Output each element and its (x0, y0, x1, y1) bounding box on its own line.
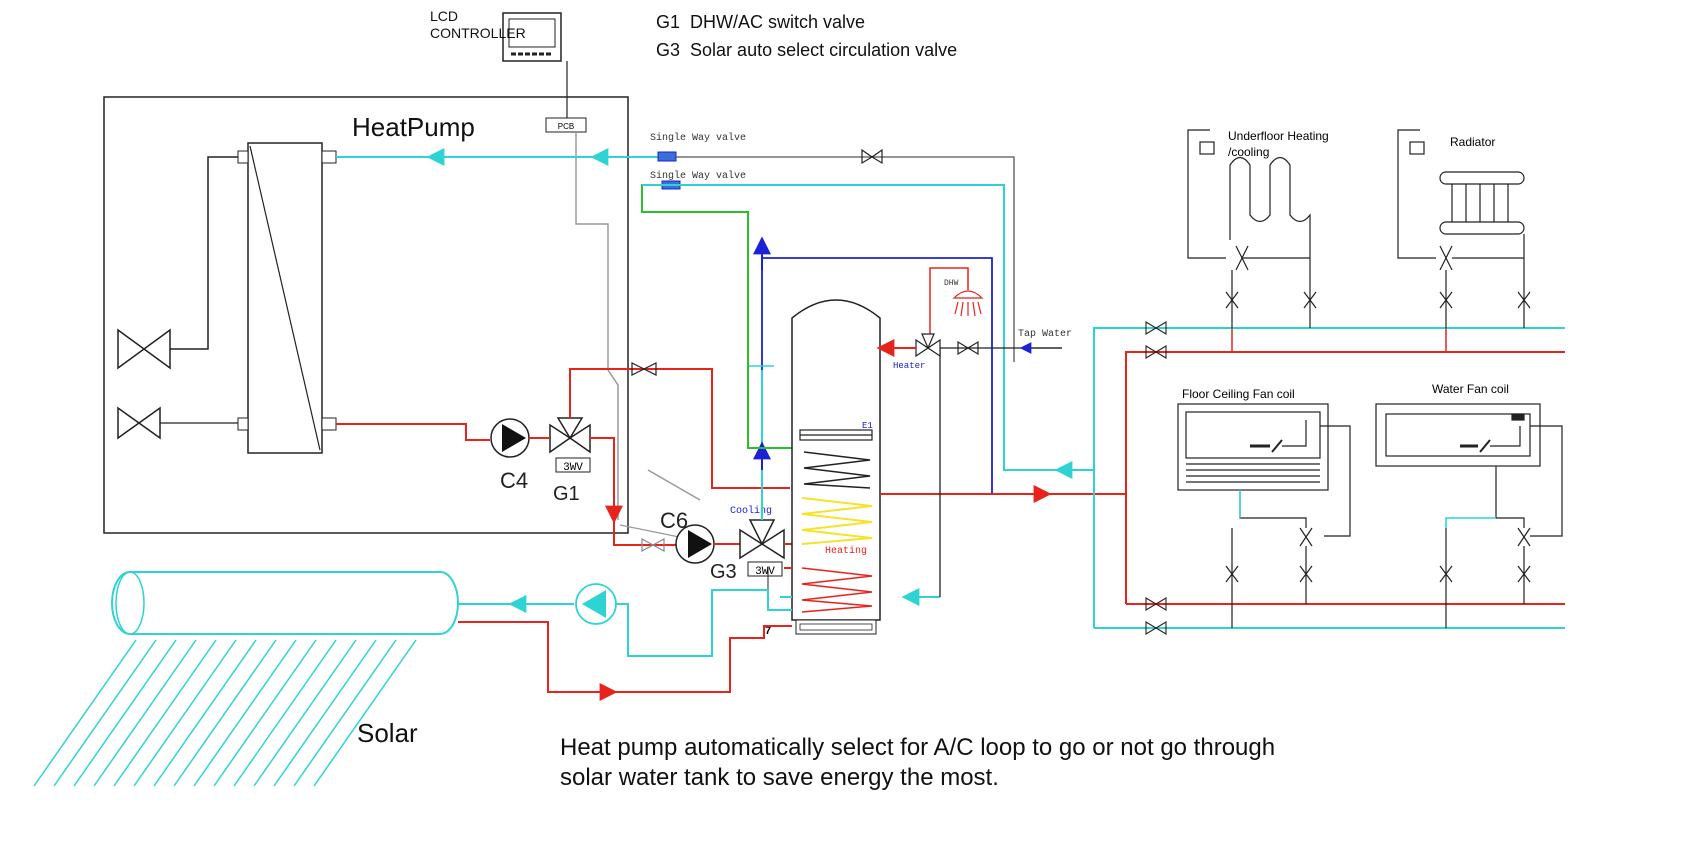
valve-g3 (739, 519, 785, 560)
check-valve-g3-inlet (641, 537, 665, 553)
solar-pump (575, 583, 617, 625)
caption-line2: solar water tank to save energy the most… (560, 764, 999, 791)
legend-text-g3: Solar auto select circulation valve (690, 40, 958, 60)
dhw-shower-icon (952, 290, 984, 317)
solar-title: Solar (357, 718, 418, 748)
single-way-valve-1-icon (657, 151, 677, 162)
lcd-controller-label-line1: LCD (430, 8, 459, 24)
heat-exchanger (237, 142, 337, 454)
drain-label: 7 (765, 625, 771, 637)
lcd-controller-label-line2: CONTROLLER (430, 25, 526, 41)
dhw-three-way-valve (915, 333, 941, 358)
lcd-controller-icon (502, 12, 562, 62)
cooling-label: Cooling (730, 505, 772, 517)
manifold-valves (1145, 321, 1167, 635)
legend-code-g3: G3 (656, 40, 681, 60)
pump-c4-label: C4 (500, 468, 528, 493)
tap-water-check-valve (957, 340, 979, 356)
legend-item-g3: G3 Solar auto select circulation valve (656, 40, 957, 61)
e1-label: E1 (862, 421, 873, 431)
underfloor-label-2: /cooling (1228, 145, 1269, 159)
heating-label: Heating (825, 545, 867, 557)
water-fan-coil-unit (1375, 403, 1563, 628)
legend-text-g1: DHW/AC switch valve (690, 12, 866, 32)
tap-water-label: Tap Water (1018, 329, 1072, 340)
valve-g3-label: G3 (710, 561, 737, 583)
lcd-controller-label: LCD CONTROLLER (430, 8, 526, 42)
floor-ceiling-fan-coil-unit (1177, 403, 1351, 628)
caption-line1: Heat pump automatically select for A/C l… (560, 734, 1276, 761)
radiator-label: Radiator (1450, 135, 1495, 149)
check-valve-top (861, 148, 883, 165)
legend-item-g1: G1 DHW/AC switch valve (656, 12, 865, 33)
valve-g1 (549, 417, 591, 454)
single-way-valve-2-label: Single Way valve (650, 170, 746, 182)
solar-collector-tubes (33, 639, 417, 787)
water-fan-coil-label: Water Fan coil (1432, 382, 1509, 396)
refrigerant-valve-upper (117, 328, 171, 370)
underfloor-label-1: Underfloor Heating (1228, 129, 1329, 143)
refrigerant-valve-lower (117, 406, 161, 440)
pump-c4 (490, 418, 530, 458)
pcb-box (545, 117, 587, 133)
valve-g1-label: G1 (553, 483, 580, 505)
coil-black (803, 451, 871, 489)
radiator-unit (1397, 129, 1531, 328)
heat-pump-box (103, 96, 629, 534)
pump-c6 (675, 524, 715, 564)
underfloor-heating-unit (1187, 129, 1317, 328)
e1-heater-element (799, 429, 873, 441)
solar-collector (111, 571, 459, 635)
valve-g3-3wv-box (747, 561, 783, 577)
dhw-label: DHW (944, 279, 959, 288)
caption: Heat pump automatically select for A/C l… (560, 733, 1275, 793)
pump-c6-label: C6 (660, 508, 688, 533)
valve-g1-3wv-label: 3WV (563, 462, 583, 474)
heat-pump-title: HeatPump (352, 112, 475, 142)
floor-ceiling-fan-coil-label: Floor Ceiling Fan coil (1182, 387, 1295, 401)
single-way-valve-1-label: Single Way valve (650, 132, 746, 144)
legend-code-g1: G1 (656, 12, 681, 32)
pcb-label: PCB (558, 122, 574, 131)
heater-label: Heater (893, 361, 925, 371)
valve-g3-3wv-label: 3WV (755, 566, 775, 578)
valve-g1-3wv-box (555, 457, 591, 473)
coil-red (801, 567, 873, 613)
check-valve-upper (631, 362, 657, 376)
coil-yellow (801, 497, 873, 545)
